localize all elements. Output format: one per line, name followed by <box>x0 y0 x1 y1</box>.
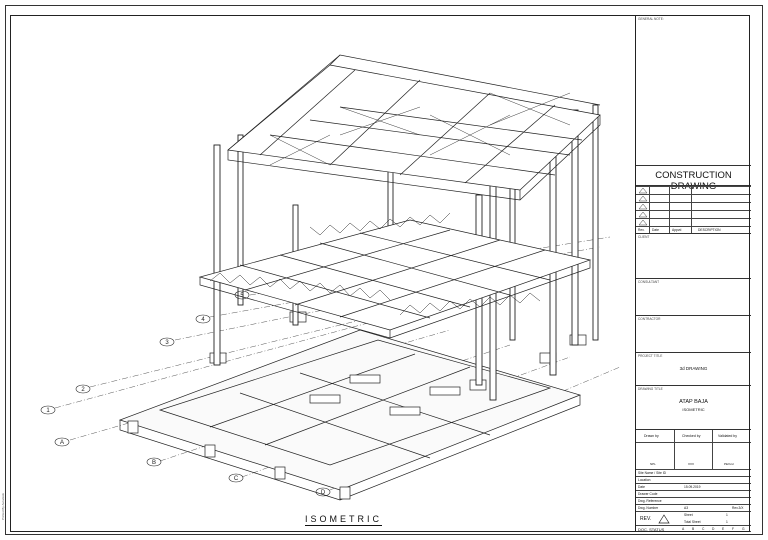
drawing-sheet-border <box>5 5 763 535</box>
site-name-label: Site Name / Site ID <box>638 471 667 475</box>
svg-text:4: 4 <box>201 317 205 323</box>
doc-status-e: E <box>722 527 725 531</box>
drawing-area: 1 2 3 4 5 A B <box>10 15 635 532</box>
checked-by-label: Checked by <box>682 434 701 438</box>
date-label: Date <box>638 485 645 489</box>
revision-table: Rev. Date Appvd DESCRIPTION <box>636 185 751 233</box>
project-title: 3d DRAWING <box>679 366 708 371</box>
validated-by-label: Validated by <box>718 434 738 438</box>
doc-status-g: G <box>742 527 745 531</box>
drawer-code-label: Drawer Code <box>638 492 658 496</box>
grid-bubble-1: 1 <box>40 405 56 415</box>
contractor-label: CONTRACTOR <box>638 317 661 321</box>
grid-bubble-2: 2 <box>75 384 91 394</box>
svg-text:A: A <box>60 440 64 446</box>
sheet-label: Sheet <box>684 513 693 517</box>
dwg-reference-label: Dwg. Reference <box>638 499 662 503</box>
svg-text:B: B <box>152 460 156 466</box>
doc-status-a: A <box>682 527 685 531</box>
grid-bubble-D: D <box>315 487 331 497</box>
grid-bubble-A: A <box>54 437 70 447</box>
rev-header-rev: Rev. <box>638 228 645 232</box>
rev-triangle-icon <box>658 514 670 524</box>
grid-bubble-4: 4 <box>195 314 211 324</box>
mid-level-floor <box>198 212 592 339</box>
doc-status-d: D <box>712 527 715 531</box>
general-note-label: GENERAL NOTE: <box>638 17 664 21</box>
svg-text:1: 1 <box>46 408 50 414</box>
project-label: PROJECT TITLE <box>638 354 663 358</box>
revision-triangle-icons <box>638 187 648 226</box>
rev-header-date: Date <box>652 228 659 232</box>
doc-status-c: C <box>702 527 705 531</box>
grid-bubble-C: C <box>228 473 244 483</box>
contractor-cell: CONTRACTOR <box>636 315 751 352</box>
info-table: Site Name / Site ID Location Date 15.09.… <box>636 469 751 532</box>
drawing-title-cell: DRAWING TITLE ATAP BAJA ISOMETRIC <box>636 385 751 429</box>
roof-truss <box>227 54 601 201</box>
signature-table: Drawn by Checked by Validated by NPL XXX… <box>636 429 751 469</box>
rev-header-description: DESCRIPTION <box>698 228 721 232</box>
side-note: Printed By Autodesk <box>1 492 5 520</box>
svg-text:5: 5 <box>240 293 244 299</box>
client-label: CLIENT <box>638 235 650 239</box>
svg-text:2: 2 <box>81 387 85 393</box>
sheet-value: 1 <box>726 513 728 517</box>
rev-header-appvd: Appvd <box>672 228 682 232</box>
isometric-drawing: 1 2 3 4 5 A B <box>40 54 621 501</box>
doc-status-f: F <box>732 527 735 531</box>
rev-label: REV. <box>640 516 652 522</box>
doc-status-label: DOC. STATUS <box>638 527 665 532</box>
drawing-title-label: DRAWING TITLE <box>638 387 663 391</box>
consultant-cell: CONSULTANT <box>636 278 751 315</box>
total-sheet-label: Total Sheet <box>684 520 701 524</box>
drawing-title-2: ISOMETRIC <box>682 407 705 412</box>
grid-bubble-3: 3 <box>159 337 175 347</box>
checked-by-value: XXX <box>688 462 695 466</box>
view-title: ISOMETRIC <box>305 514 383 526</box>
svg-text:D: D <box>321 490 326 496</box>
validated-by-value: PEXxxl <box>724 462 734 466</box>
foundation-slab <box>118 311 587 501</box>
client-cell: CLIENT <box>636 233 751 278</box>
consultant-label: CONSULTANT <box>638 280 660 284</box>
doc-status-b: B <box>692 527 695 531</box>
date-value: 15.09.2019 <box>684 485 701 489</box>
drawn-by-label: Drawn by <box>644 434 659 438</box>
location-label: Location <box>638 478 651 482</box>
dwg-number-label: Dwg. Number <box>638 506 659 510</box>
grid-bubble-5: 5 <box>234 290 250 300</box>
grid-bubble-B: B <box>146 457 162 467</box>
dwg-number-value: A3 <box>684 506 689 510</box>
title-block: GENERAL NOTE: CONSTRUCTION DRAWING Rev. … <box>635 15 751 532</box>
svg-text:C: C <box>234 476 239 482</box>
total-sheet-value: 1 <box>726 520 728 524</box>
drawing-frame <box>10 15 750 532</box>
svg-text:3: 3 <box>165 340 169 346</box>
drawn-by-value: NPL <box>650 462 656 466</box>
dwg-number-suffix: Rev.3/X <box>732 506 744 510</box>
project-cell: PROJECT TITLE 3d DRAWING <box>636 352 751 385</box>
drawing-title-1: ATAP BAJA <box>679 399 708 405</box>
